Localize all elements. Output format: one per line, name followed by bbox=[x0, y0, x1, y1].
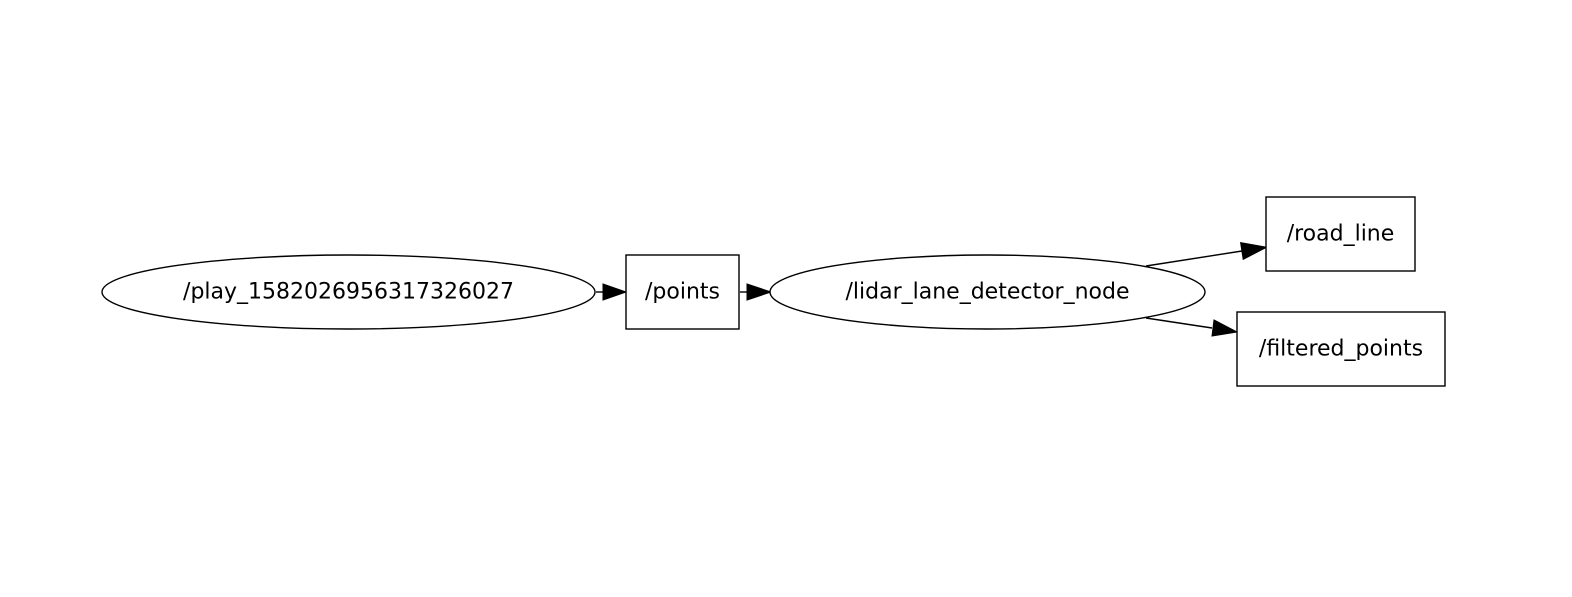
node-play[interactable]: /play_1582026956317326027 bbox=[101, 254, 596, 330]
topic-label-points: /points bbox=[645, 280, 720, 305]
edge-points-to-lidar bbox=[740, 283, 773, 301]
topic-points[interactable]: /points bbox=[625, 254, 740, 330]
edge-line bbox=[1145, 317, 1213, 329]
edge-lidar-to-filtered-points bbox=[1145, 317, 1239, 337]
topic-box bbox=[1265, 196, 1416, 272]
topic-label-filtered-points: /filtered_points bbox=[1259, 337, 1423, 362]
node-lidar-lane-detector[interactable]: /lidar_lane_detector_node bbox=[769, 254, 1206, 330]
topic-filtered-points[interactable]: /filtered_points bbox=[1236, 311, 1446, 387]
edge-line bbox=[1145, 250, 1243, 267]
arrowhead-icon bbox=[1211, 319, 1239, 337]
topic-box bbox=[625, 254, 740, 330]
node-label-lidar-lane-detector: /lidar_lane_detector_node bbox=[846, 280, 1130, 305]
node-ellipse bbox=[769, 254, 1206, 330]
graph-nodes: /play_1582026956317326027 /points /lidar… bbox=[101, 196, 1446, 387]
topic-box bbox=[1236, 311, 1446, 387]
arrowhead-icon bbox=[602, 283, 628, 301]
edge-lidar-to-road-line bbox=[1145, 241, 1269, 267]
node-label-play: /play_1582026956317326027 bbox=[183, 280, 514, 305]
node-ellipse bbox=[101, 254, 596, 330]
arrowhead-icon bbox=[746, 283, 773, 301]
edge-play-to-points bbox=[596, 283, 628, 301]
topic-label-road-line: /road_line bbox=[1287, 222, 1395, 247]
topic-road-line[interactable]: /road_line bbox=[1265, 196, 1416, 272]
arrowhead-icon bbox=[1239, 241, 1269, 261]
graph-edges bbox=[596, 241, 1269, 337]
